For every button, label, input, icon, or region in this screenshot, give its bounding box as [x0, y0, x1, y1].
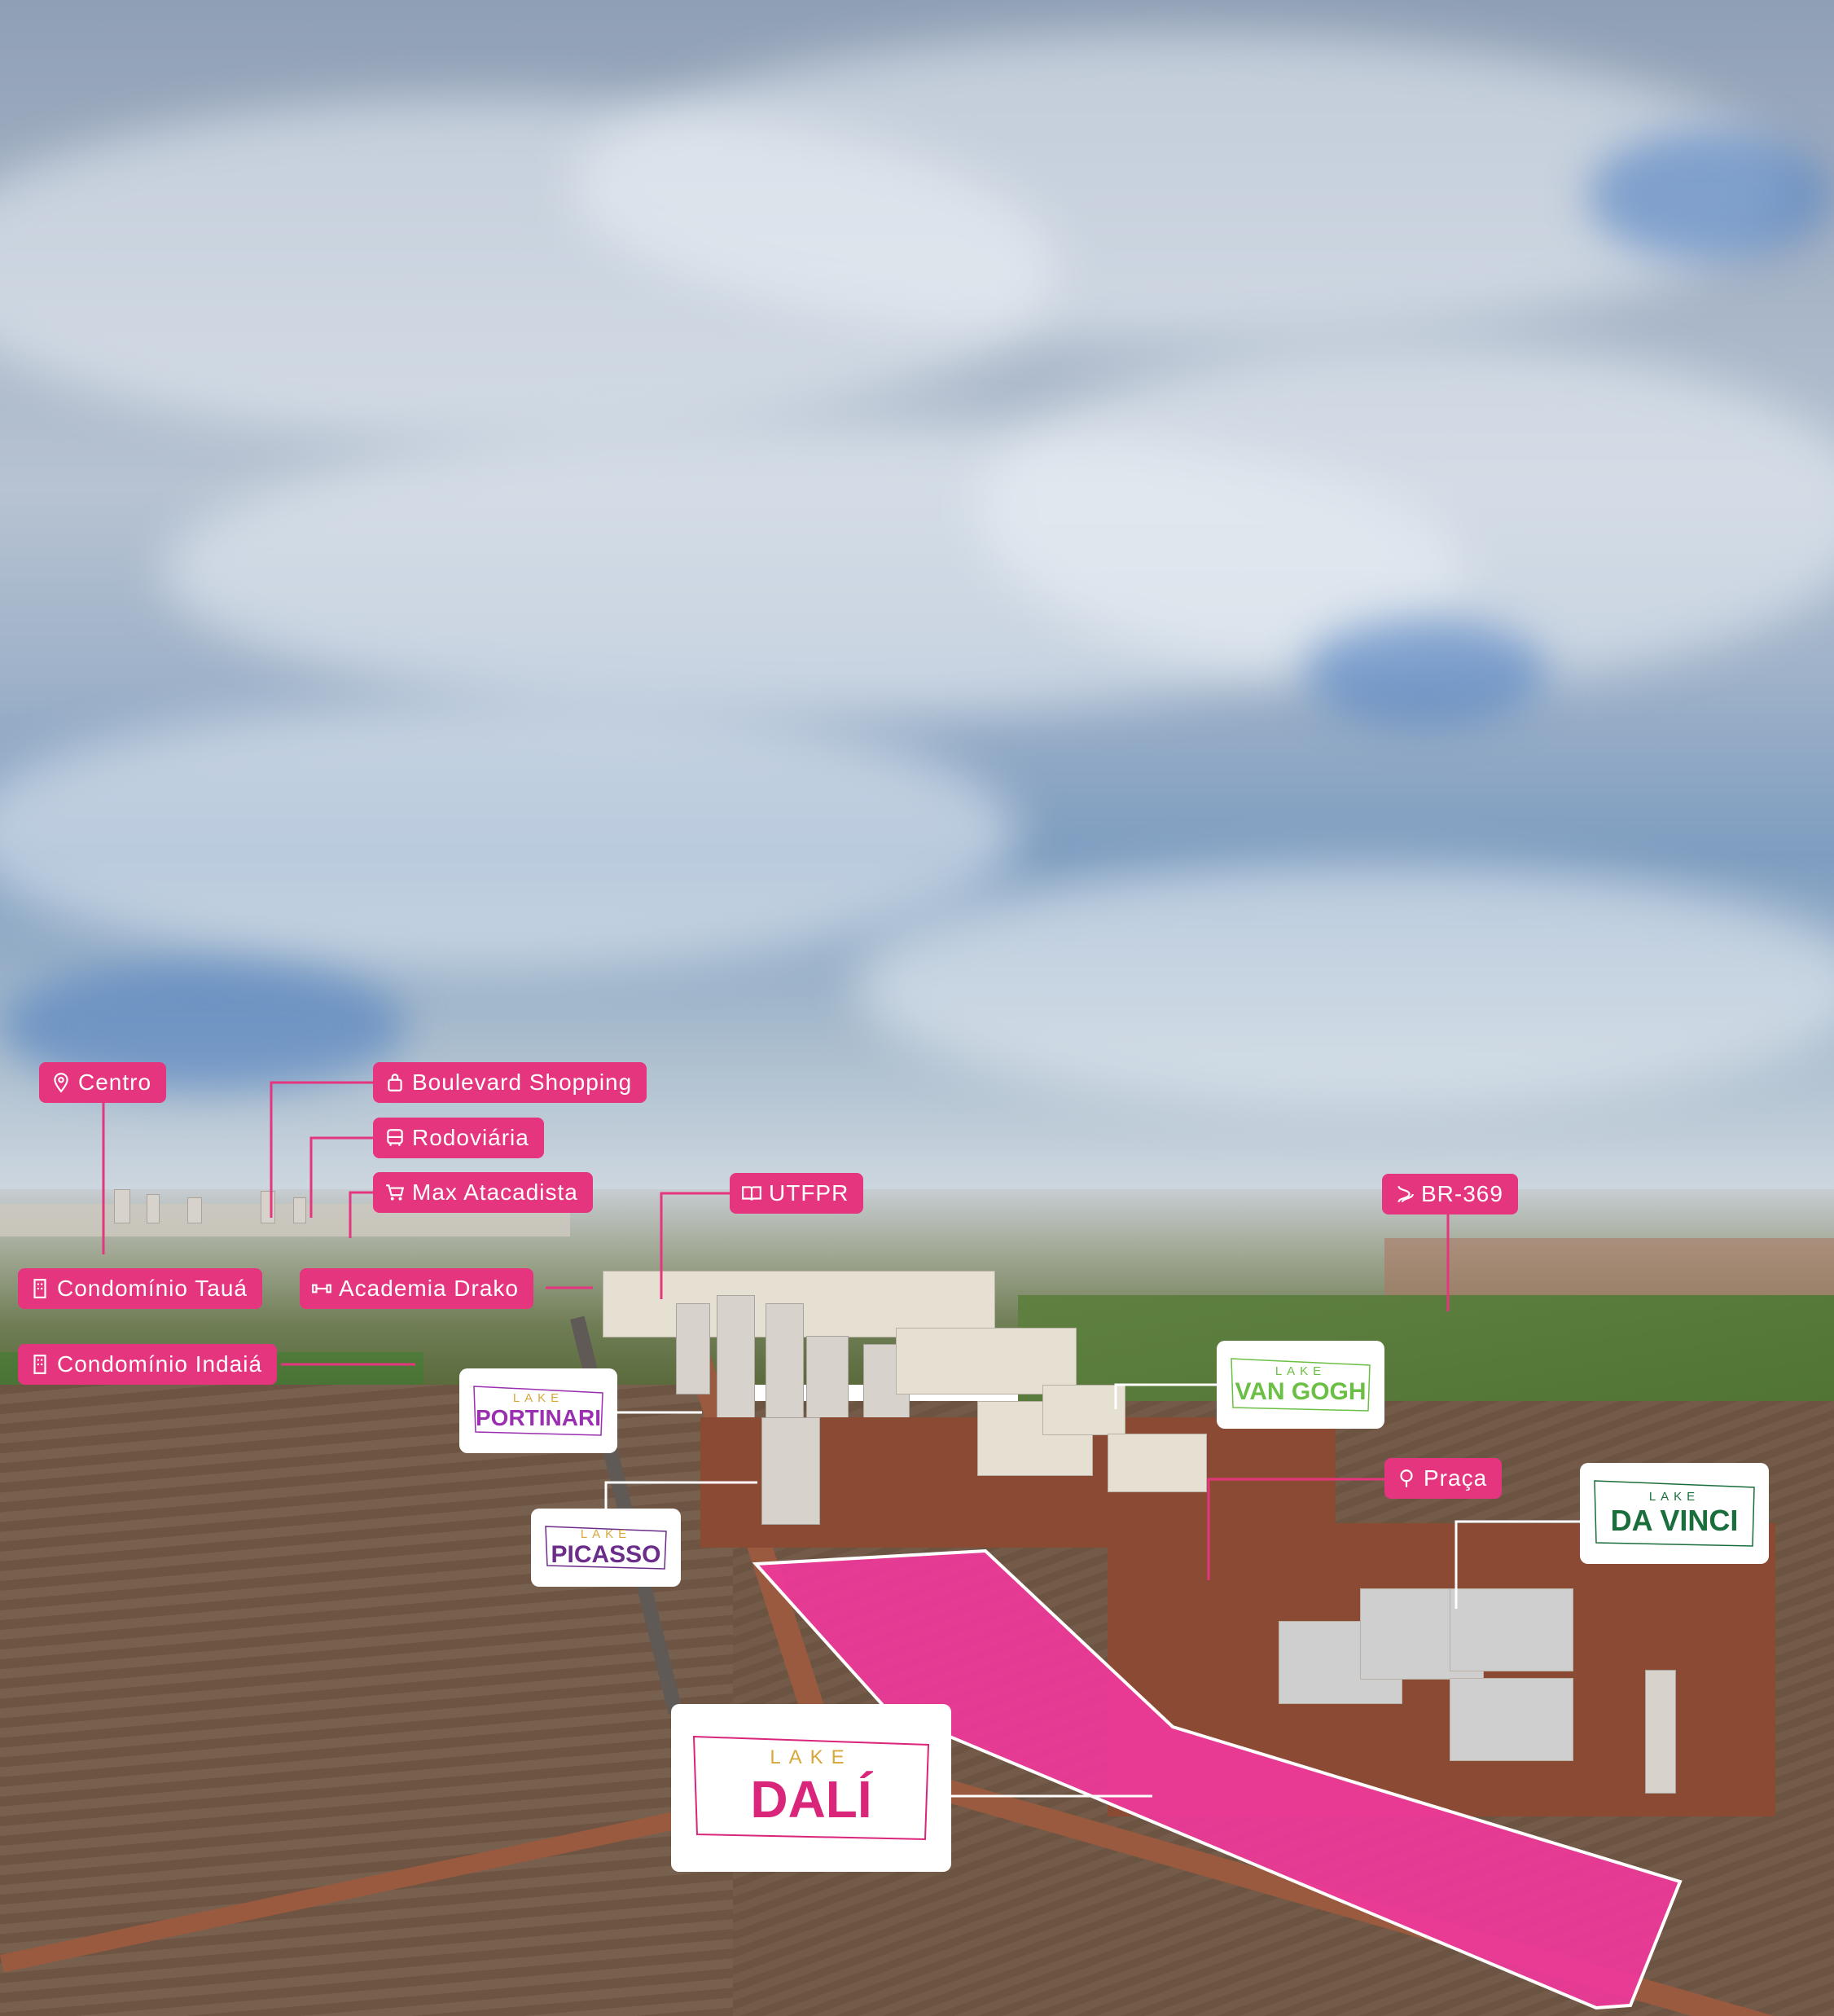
card-lake-dali[interactable]: LAKE DALÍ	[671, 1704, 951, 1872]
van-gogh-blocks	[1108, 1434, 1207, 1492]
card-frame	[1231, 1358, 1371, 1412]
poi-br-369[interactable]: BR-369	[1382, 1174, 1518, 1214]
poi-label: Max Atacadista	[412, 1179, 578, 1205]
poi-rodoviaria[interactable]: Rodoviária	[373, 1118, 544, 1158]
card-small-text: LAKE	[512, 1390, 564, 1405]
cloud	[855, 863, 1834, 1108]
poi-label: Academia Drako	[339, 1276, 519, 1301]
card-big-text: PICASSO	[551, 1540, 661, 1568]
van-gogh-blocks	[1042, 1385, 1125, 1435]
card-big-text: DALÍ	[750, 1770, 872, 1829]
card-frame	[692, 1735, 930, 1841]
card-lake-portinari[interactable]: LAKE PORTINARI	[459, 1368, 617, 1453]
cloud	[0, 701, 1018, 969]
tree-icon	[1396, 1468, 1417, 1489]
lake-dali-plot[interactable]	[752, 1548, 1683, 2010]
poi-praca[interactable]: Praça	[1384, 1458, 1503, 1499]
plowed-farmland-left	[0, 1385, 733, 2016]
apartment-tower	[676, 1303, 710, 1395]
book-icon	[741, 1183, 762, 1204]
poi-label: UTFPR	[769, 1180, 849, 1206]
da-vinci-leader	[1454, 1520, 1580, 1609]
apartment-tower	[717, 1295, 755, 1419]
poi-condominio-indaia[interactable]: Condomínio Indaiá	[18, 1344, 278, 1385]
card-small-text: LAKE	[1648, 1489, 1700, 1504]
utfpr-leader	[660, 1192, 731, 1299]
poi-utfpr[interactable]: UTFPR	[730, 1173, 864, 1214]
poi-label: Condomínio Tauá	[57, 1276, 248, 1301]
da-vinci-blocks	[1450, 1678, 1573, 1761]
picasso-tower	[761, 1417, 820, 1525]
shopping-bag-icon	[384, 1072, 406, 1093]
bus-icon	[384, 1127, 406, 1149]
building-icon	[29, 1354, 50, 1375]
poi-label: BR-369	[1421, 1181, 1503, 1206]
card-lake-da-vinci[interactable]: LAKE DA VINCI	[1580, 1463, 1769, 1564]
silo	[1645, 1670, 1676, 1794]
sky-gap	[1588, 130, 1832, 261]
card-lake-van-gogh[interactable]: LAKE VAN GOGH	[1217, 1341, 1384, 1429]
poi-centro[interactable]: Centro	[39, 1062, 167, 1103]
sky-gap	[1303, 619, 1547, 725]
card-big-text: DA VINCI	[1610, 1503, 1739, 1537]
shopping-cart-icon	[384, 1182, 406, 1203]
max-leader	[349, 1191, 375, 1238]
card-small-text: LAKE	[1275, 1364, 1327, 1378]
city-tower	[293, 1197, 306, 1223]
rodoviaria-leader	[309, 1136, 375, 1218]
card-big-text: VAN GOGH	[1235, 1377, 1367, 1405]
poi-label: Condomínio Indaiá	[57, 1351, 263, 1377]
card-small-text: LAKE	[580, 1526, 632, 1541]
city-tower	[187, 1197, 202, 1223]
city-tower	[114, 1189, 130, 1223]
low-rise-blocks	[896, 1328, 1077, 1395]
card-frame	[1594, 1480, 1755, 1547]
card-big-text: PORTINARI	[476, 1404, 601, 1430]
road-icon	[1393, 1184, 1415, 1205]
card-lake-picasso[interactable]: LAKE PICASSO	[531, 1509, 681, 1587]
apartment-tower	[766, 1303, 804, 1419]
poi-boulevard-shopping[interactable]: Boulevard Shopping	[373, 1062, 647, 1103]
poi-label: Rodoviária	[412, 1125, 529, 1150]
map-pin-icon	[50, 1072, 72, 1093]
poi-label: Centro	[78, 1069, 152, 1095]
card-small-text: LAKE	[770, 1746, 853, 1768]
card-frame	[473, 1386, 603, 1436]
dumbbell-icon	[311, 1278, 332, 1299]
van-gogh-leader	[1114, 1383, 1217, 1409]
boulevard-leader	[270, 1081, 375, 1218]
poi-label: Boulevard Shopping	[412, 1069, 633, 1095]
poi-label: Praça	[1424, 1465, 1488, 1491]
poi-academia-drako[interactable]: Academia Drako	[300, 1268, 533, 1309]
building-icon	[29, 1278, 50, 1299]
city-tower	[147, 1194, 160, 1223]
poi-condominio-taua[interactable]: Condomínio Tauá	[18, 1268, 262, 1309]
praca-leader	[1207, 1478, 1384, 1580]
poi-max-atacadista[interactable]: Max Atacadista	[373, 1172, 593, 1213]
leader-lines	[102, 1081, 1450, 1580]
card-frame	[545, 1526, 667, 1570]
da-vinci-blocks	[1450, 1588, 1573, 1671]
